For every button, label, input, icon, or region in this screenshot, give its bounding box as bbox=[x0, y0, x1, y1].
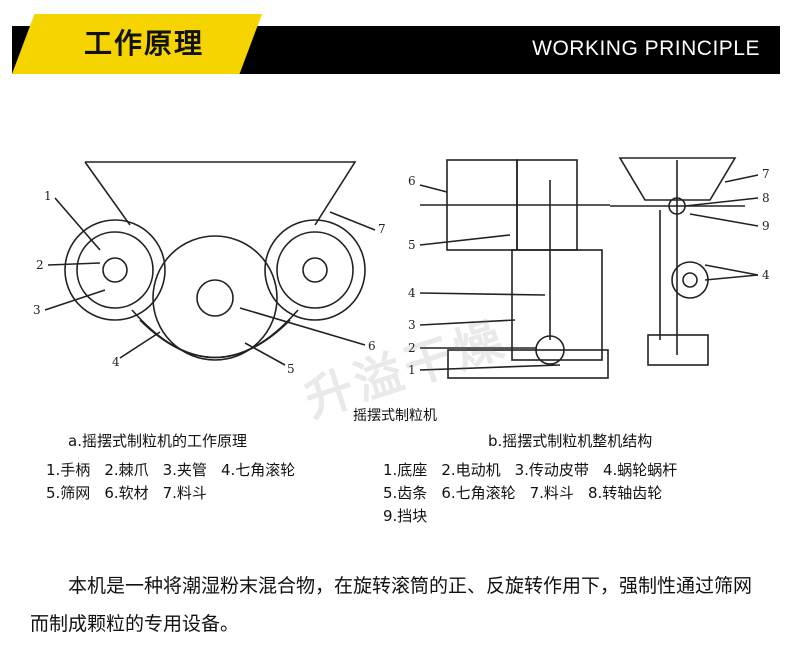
label-a-4: 4 bbox=[112, 355, 120, 369]
legend-item: 6.软材 bbox=[104, 484, 149, 502]
legend-b: 1.底座 2.电动机 3.传动皮带 4.蜗轮蜗杆 5.齿条 6.七角滚轮 7.料斗 8.转轴… bbox=[383, 459, 783, 528]
label-b-3: 3 bbox=[408, 318, 416, 332]
label-b-8: 8 bbox=[762, 191, 770, 205]
right-drum bbox=[264, 219, 366, 321]
legend-item: 3.传动皮带 bbox=[514, 461, 589, 479]
legend-item: 4.蜗轮蜗杆 bbox=[602, 461, 678, 479]
hopper-outline bbox=[85, 161, 357, 226]
label-a-1: 1 bbox=[44, 189, 52, 203]
label-b-6: 6 bbox=[408, 174, 416, 188]
machine-diagram: 1 2 3 4 5 6 7 6 5 4 3 2 1 7 8 9 4 bbox=[33, 157, 770, 379]
legend-a: 1.手柄 2.棘爪 3.夹管 4.七角滚轮 5.筛网 6.软材 7.料斗 bbox=[46, 459, 376, 505]
section-title-en: WORKING PRINCIPLE bbox=[532, 37, 760, 60]
legend-item: 2.电动机 bbox=[441, 461, 501, 479]
legend-item: 7.料斗 bbox=[162, 484, 207, 502]
frame-body bbox=[511, 249, 603, 361]
label-a-6: 6 bbox=[368, 339, 376, 353]
hopper-left-wall bbox=[84, 161, 131, 226]
caption-b: b.摇摆式制粒机整机结构 bbox=[488, 432, 653, 450]
label-b-9: 9 bbox=[762, 219, 770, 233]
legend-item: 3.夹管 bbox=[162, 461, 207, 479]
base bbox=[447, 349, 609, 379]
hopper-front bbox=[618, 157, 737, 201]
legend-item: 5.筛网 bbox=[46, 484, 91, 502]
motor-front bbox=[647, 334, 709, 366]
legend-item: 1.手柄 bbox=[46, 461, 91, 479]
figure-caption: 摇摆式制粒机 bbox=[353, 408, 437, 424]
legend-item: 7.料斗 bbox=[529, 484, 574, 502]
caption-a: a.摇摆式制粒机的工作原理 bbox=[68, 432, 247, 450]
right-drum-inner bbox=[276, 231, 354, 309]
rotor-hub bbox=[196, 279, 234, 317]
label-a-7: 7 bbox=[378, 222, 386, 236]
label-a-5: 5 bbox=[287, 362, 295, 376]
label-b-2: 2 bbox=[408, 341, 416, 355]
label-b-1: 1 bbox=[408, 363, 416, 377]
left-drum-hub bbox=[102, 257, 128, 283]
legend-item: 1.底座 bbox=[383, 461, 428, 479]
section-header: 工作原理 WORKING PRINCIPLE bbox=[12, 14, 780, 74]
legend-item: 5.齿条 bbox=[383, 484, 428, 502]
screen-curve-outer bbox=[131, 309, 299, 359]
right-drum-hub bbox=[302, 257, 328, 283]
section-title: 工作原理 bbox=[84, 27, 205, 60]
header-tab bbox=[12, 14, 262, 74]
label-b-5: 5 bbox=[408, 238, 416, 252]
legend-item: 9.挡块 bbox=[383, 507, 428, 525]
label-a-3: 3 bbox=[33, 303, 41, 317]
rotor bbox=[152, 235, 278, 361]
worm-wheel-hub bbox=[682, 272, 698, 288]
description-paragraph: 本机是一种将潮湿粉末混合物，在旋转滚筒的正、反旋转作用下，强制性通过筛网而制成颗… bbox=[30, 575, 753, 635]
left-drum-inner bbox=[76, 231, 154, 309]
legend-item: 2.棘爪 bbox=[104, 461, 149, 479]
label-b-4r: 4 bbox=[762, 268, 770, 282]
legend-item: 6.七角滚轮 bbox=[441, 484, 516, 502]
label-b-7: 7 bbox=[762, 167, 770, 181]
left-drum bbox=[64, 219, 166, 321]
legend-item: 4.七角滚轮 bbox=[220, 461, 296, 479]
legend-item: 8.转轴齿轮 bbox=[587, 484, 663, 502]
label-a-2: 2 bbox=[36, 258, 44, 272]
label-b-4: 4 bbox=[408, 286, 416, 300]
